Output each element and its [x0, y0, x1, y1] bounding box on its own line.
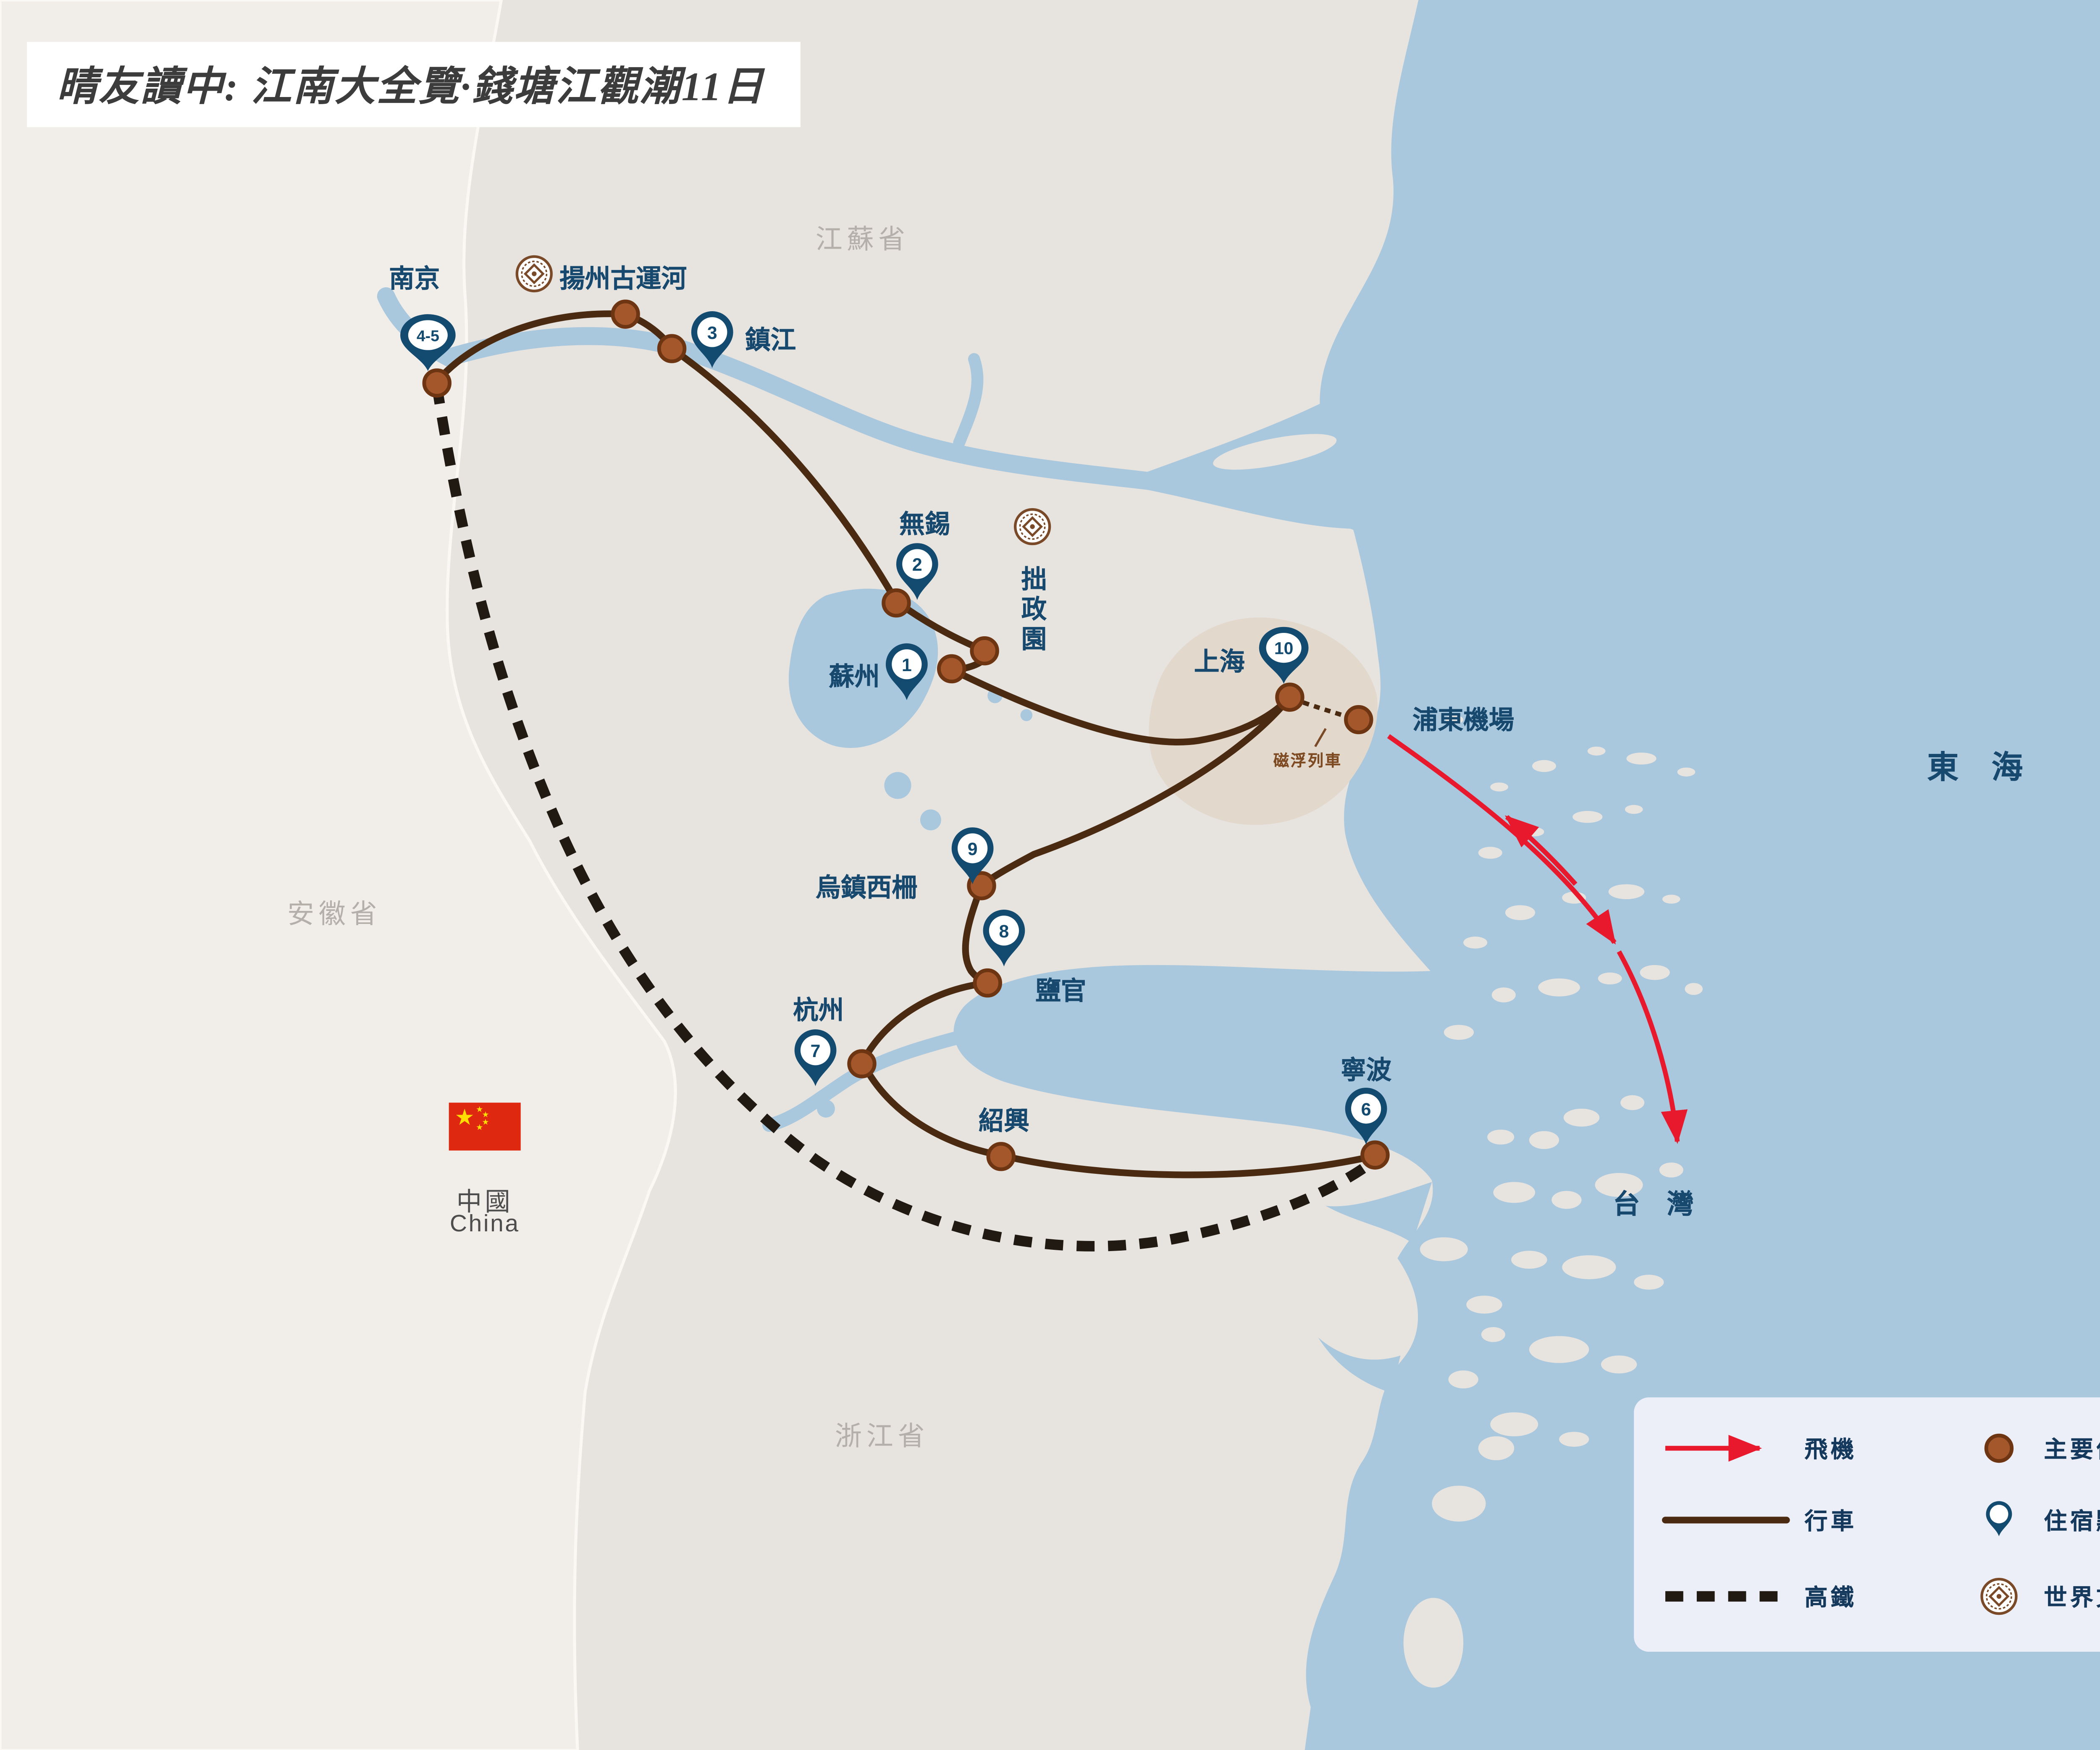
city-label-wuzhen: 烏鎮西柵 [815, 874, 917, 903]
city-label-zhuozhengyuan: 拙政園 [1016, 565, 1045, 656]
stop-dot-nanjing [422, 368, 452, 398]
stop-dots [422, 299, 1390, 1171]
city-label-zhenjiang: 鎮江 [745, 326, 796, 355]
stay-pin-hangzhou: 7 [794, 1029, 837, 1086]
legend-stay-label: 住宿點(天數) [2044, 1509, 2100, 1535]
city-label-hangzhou: 杭州 [793, 996, 844, 1025]
stay-pin-hangzhou-nights: 7 [811, 1041, 821, 1061]
city-label-shaoxing: 紹興 [978, 1107, 1029, 1136]
stop-dot-zhenjiang [657, 334, 687, 363]
stay-pin-wuzhen-nights: 9 [968, 839, 978, 859]
sea-label-taiwan: 台灣 [1613, 1189, 1721, 1220]
legend-stay-pin-symbol [1986, 1501, 2012, 1537]
stop-dot-shaoxing [986, 1142, 1016, 1171]
city-label-nanjing: 南京 [389, 265, 440, 294]
stay-pin-wuzhen: 9 [951, 827, 994, 884]
legend: 飛機 主要停留點 行車 住宿點(天數) 高鐵 世界文化遺產 [1634, 1397, 2100, 1652]
stop-dot-shanghai [1275, 682, 1305, 712]
stop-dot-ningbo [1360, 1140, 1390, 1170]
qiantang-river [762, 1028, 974, 1132]
flight-path-outbound-2 [1617, 950, 1688, 1144]
legend-heritage-label: 世界文化遺產 [2044, 1586, 2100, 1612]
stay-pin-wuxi: 2 [896, 543, 938, 600]
stay-pin-wuxi-nights: 2 [912, 555, 922, 575]
stay-pin-suzhou-nights: 1 [902, 655, 912, 675]
coast-inlet-1 [1326, 1182, 1432, 1244]
legend-airplane-label: 飛機 [1804, 1437, 1857, 1463]
stay-pin-zhenjiang-nights: 3 [707, 323, 717, 343]
stop-dot-zhuozhengyuan [970, 636, 999, 666]
province-label-anhui: 安徽省 [287, 899, 382, 929]
stay-pin-shanghai: 10 [1259, 627, 1309, 684]
sea-label-east-china-sea: 東海 [1927, 751, 2056, 786]
river-branch [953, 353, 984, 449]
city-label-suzhou: 蘇州 [829, 663, 880, 691]
stop-dot-wuzhen [967, 871, 996, 900]
page-title: 晴友讀中: 江南大全覽·錢塘江觀潮11日 [57, 64, 765, 110]
country-label-zh: 中國 [456, 1188, 513, 1217]
tai-lake [788, 588, 938, 748]
stop-dot-suzhou [937, 654, 966, 684]
route-hsr-path [431, 385, 1377, 1251]
title-banner: 晴友讀中: 江南大全覽·錢塘江觀潮11日 [27, 42, 801, 127]
stay-pin-nanjing: 4-5 [400, 314, 456, 371]
province-label-jiangsu: 江蘇省 [815, 224, 910, 254]
stop-dot-hangzhou [847, 1049, 877, 1078]
legend-airplane-symbol [1665, 1434, 1762, 1461]
legend-hsr-label: 高鐵 [1804, 1586, 1857, 1612]
legend-main-stop-symbol [1984, 1433, 2014, 1463]
city-label-wuxi: 無錫 [899, 510, 950, 539]
city-label-yanguan: 鹽官 [1035, 977, 1087, 1005]
flight-path-return [1505, 815, 1578, 886]
legend-drive-symbol [1662, 1516, 1790, 1524]
legend-main-stop-label: 主要停留點 [2044, 1437, 2100, 1463]
label-maglev: 磁浮列車 [1273, 752, 1342, 771]
chongming-island [1213, 434, 1337, 470]
legend-hsr-symbol [1665, 1591, 1787, 1602]
stop-dot-yangzhou [611, 299, 640, 329]
heritage-icon-yangzhou [517, 257, 551, 291]
stay-pin-yanguan: 8 [983, 910, 1025, 967]
stop-dot-wuxi [882, 588, 911, 618]
city-label-ningbo: 寧波 [1341, 1056, 1392, 1085]
stay-pin-nanjing-nights: 4-5 [417, 327, 439, 344]
stop-dot-pudong-airport [1344, 705, 1373, 735]
heritage-icon-zhuozhengyuan [1015, 509, 1050, 544]
legend-heritage-symbol [1978, 1576, 2038, 1618]
stay-pin-yanguan-nights: 8 [999, 921, 1009, 942]
stay-pin-zhenjiang: 3 [691, 311, 733, 368]
city-label-yangzhou: 揚州古運河 [559, 265, 687, 294]
coast-inlet-2 [1318, 1337, 1401, 1393]
maglev-tick [1314, 728, 1327, 748]
city-label-shanghai: 上海 [1194, 648, 1245, 677]
stay-pin-shanghai-nights: 10 [1274, 639, 1294, 658]
stay-pin-suzhou: 1 [886, 643, 928, 701]
stay-pin-ningbo: 6 [1345, 1087, 1387, 1145]
province-label-zhejiang: 浙江省 [835, 1421, 929, 1451]
islands [1403, 715, 1703, 1688]
country-label-en: China [449, 1212, 520, 1238]
legend-drive-label: 行車 [1804, 1509, 1857, 1535]
china-flag [449, 1102, 521, 1151]
stop-dot-yanguan [973, 968, 1002, 998]
anhui-region [0, 0, 677, 1750]
stay-pin-ningbo-nights: 6 [1361, 1099, 1371, 1120]
city-label-pudong-airport: 浦東機場 [1412, 706, 1515, 735]
